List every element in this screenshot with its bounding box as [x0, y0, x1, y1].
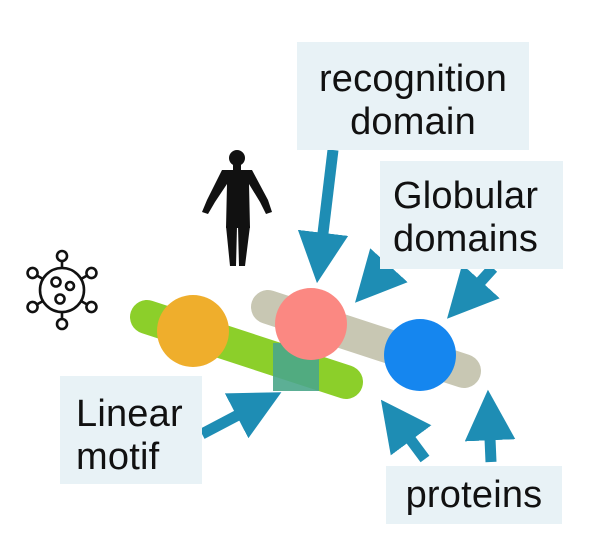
proteins-label-text: proteins	[405, 474, 543, 516]
recognition-domain-label-line2: domain	[350, 100, 476, 143]
globular-domains-label-line1: Globular	[393, 175, 539, 217]
recognition-domain-label: recognition domain	[297, 42, 529, 150]
arrow-proteins-right	[464, 389, 516, 463]
proteins-label: proteins	[386, 466, 562, 524]
blue-domain	[384, 319, 456, 391]
linear-motif-label-line1: Linear	[76, 393, 183, 435]
globular-domains-label-line2: domains	[393, 217, 539, 260]
arrow-proteins-left	[380, 399, 432, 463]
human-figure-icon	[202, 150, 272, 266]
orange-domain	[157, 295, 229, 367]
linear-motif-label-line2: motif	[76, 435, 160, 478]
arrow-globular-right	[447, 264, 500, 319]
linear-motif-label: Linear motif	[60, 376, 202, 484]
arrow-recognition-to-domain	[297, 149, 349, 284]
virus-icon	[26, 249, 98, 331]
pink-domain	[275, 288, 347, 360]
arrow-linear-motif	[199, 392, 282, 439]
globular-domains-label: Globular domains	[380, 161, 563, 269]
recognition-domain-label-line1: recognition	[318, 58, 508, 100]
